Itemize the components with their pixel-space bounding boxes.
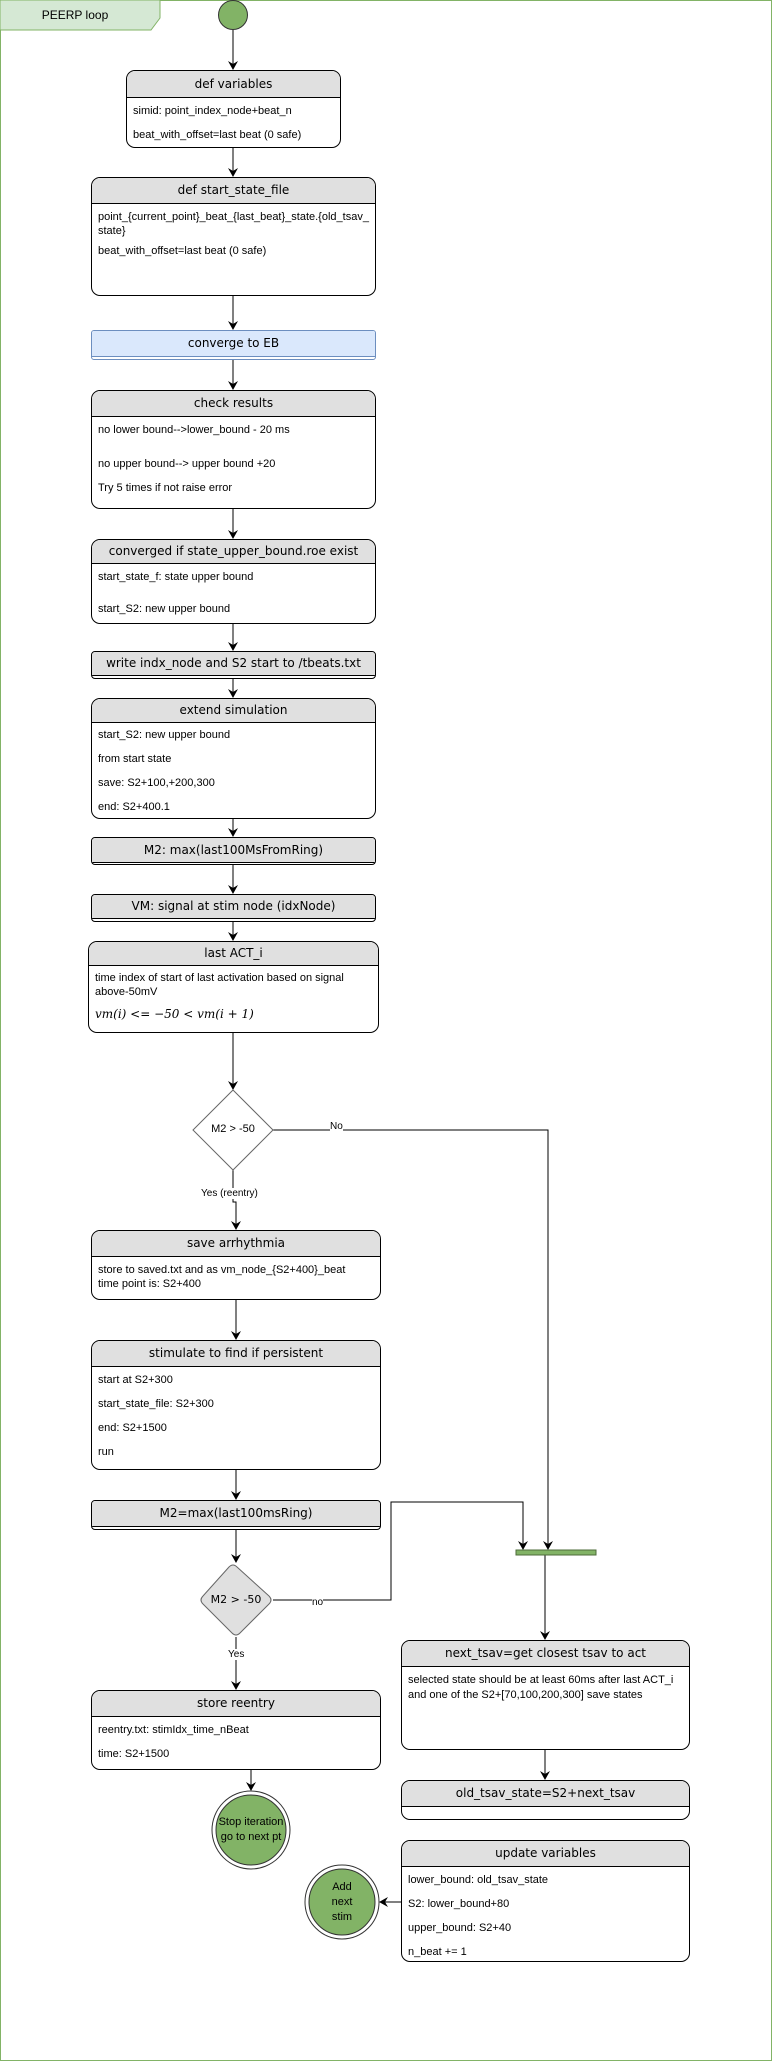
node-store-reentry[interactable]: store reentry reentry.txt: stimIdx_time_…	[91, 1690, 381, 1770]
node-title: update variables	[402, 1841, 689, 1867]
decision-2-label: M2 > -50	[210, 1593, 262, 1606]
node-title: stimulate to find if persistent	[92, 1341, 380, 1367]
node-line: start_state_f: state upper bound	[98, 571, 254, 583]
node-save-arrhythmia[interactable]: save arrhythmia store to saved.txt and a…	[91, 1230, 381, 1300]
node-line: start_S2: new upper bound	[98, 603, 231, 615]
node-def-variables[interactable]: def variables simid: point_index_node+be…	[126, 70, 341, 148]
node-title: last ACT_i	[89, 942, 378, 966]
node-converged[interactable]: converged if state_upper_bound.roe exist…	[91, 539, 376, 624]
frame-title: PEERP loop	[41, 8, 109, 22]
node-line: time: S2+1500	[98, 1748, 170, 1760]
node-line: start at S2+300	[98, 1374, 173, 1386]
node-line: point_{current_point}_beat_{last_beat}_s…	[98, 211, 369, 237]
decision-diamond-1	[192, 1089, 274, 1171]
start-node	[218, 0, 248, 30]
add-stim-label-line: next	[331, 1896, 353, 1908]
node-line: simid: point_index_node+beat_n	[133, 105, 292, 117]
edge-label-no-2: no	[312, 1597, 324, 1608]
node-title: next_tsav=get closest tsav to act	[402, 1641, 689, 1667]
edge-no-2	[273, 1501, 528, 1601]
node-title: M2=max(last100msRing)	[92, 1501, 380, 1527]
edge-label-yes-2: Yes	[228, 1649, 245, 1660]
node-line: start_S2: new upper bound	[98, 729, 231, 741]
join-bar	[515, 1549, 597, 1556]
node-line: upper_bound: S2+40	[408, 1922, 512, 1934]
node-title: def start_state_file	[92, 178, 375, 204]
node-line: end: S2+1500	[98, 1422, 167, 1434]
edge-label-no: No	[330, 1121, 343, 1132]
node-m2-max[interactable]: M2: max(last100MsFromRing)	[91, 837, 376, 865]
node-line: no lower bound-->lower_bound - 20 ms	[98, 424, 290, 436]
stop-node-label: Stop iteration go to next pt	[208, 1815, 294, 1845]
node-line: from start state	[98, 753, 172, 765]
frame-tab	[0, 0, 161, 31]
node-old-tsav-state[interactable]: old_tsav_state=S2+next_tsav	[401, 1780, 690, 1820]
node-last-act[interactable]: last ACT_i time index of start of last a…	[88, 941, 379, 1033]
add-stim-label: Add next stim	[312, 1880, 372, 1925]
node-line: time index of start of last activation b…	[95, 972, 344, 998]
node-line: S2: lower_bound+80	[408, 1898, 510, 1910]
node-extend-simulation[interactable]: extend simulation start_S2: new upper bo…	[91, 698, 376, 819]
node-m2-ring[interactable]: M2=max(last100msRing)	[91, 1500, 381, 1530]
node-next-tsav[interactable]: next_tsav=get closest tsav to act select…	[401, 1640, 690, 1750]
formula: vm(i) <= −50 < vm(i + 1)	[95, 1007, 254, 1021]
node-title: converged if state_upper_bound.roe exist	[92, 540, 375, 564]
edge-no	[273, 1129, 553, 1550]
node-line: beat_with_offset=last beat (0 safe)	[133, 129, 302, 141]
node-line: beat_with_offset=last beat (0 safe)	[98, 245, 267, 257]
node-title: VM: signal at stim node (idxNode)	[92, 895, 375, 919]
add-stim-node	[308, 1868, 376, 1936]
node-line: start_state_file: S2+300	[98, 1398, 214, 1410]
node-title: write indx_node and S2 start to /tbeats.…	[92, 652, 375, 676]
node-line: end: S2+400.1	[98, 801, 170, 813]
node-line: Try 5 times if not raise error	[98, 482, 233, 494]
stop-node	[215, 1794, 287, 1866]
node-update-variables[interactable]: update variables lower_bound: old_tsav_s…	[401, 1840, 690, 1962]
node-line: no upper bound--> upper bound +20	[98, 458, 276, 470]
node-title: check results	[92, 391, 375, 417]
node-title: extend simulation	[92, 699, 375, 723]
node-line: store to saved.txt and as vm_node_{S2+40…	[98, 1264, 346, 1276]
node-title: store reentry	[92, 1691, 380, 1717]
edge-yes	[231, 1170, 241, 1230]
node-title: converge to EB	[92, 331, 375, 357]
node-title: save arrhythmia	[92, 1231, 380, 1257]
decision-diamond-2	[200, 1564, 272, 1636]
add-stim-label-line: Add	[332, 1881, 352, 1893]
stop-label-line: go to next pt	[220, 1831, 282, 1843]
frame-title-tab: PEERP loop	[0, 0, 160, 30]
node-line: n_beat += 1	[408, 1946, 467, 1958]
stop-label-line: Stop iteration	[218, 1816, 284, 1828]
node-write-tbeats[interactable]: write indx_node and S2 start to /tbeats.…	[91, 651, 376, 679]
node-converge-to-eb[interactable]: converge to EB	[91, 330, 376, 360]
node-line: time point is: S2+400	[98, 1278, 202, 1290]
node-title: def variables	[127, 71, 340, 98]
node-line: selected state should be at least 60ms a…	[408, 1674, 674, 1701]
decision-1-label: M2 > -50	[211, 1123, 255, 1135]
node-title: old_tsav_state=S2+next_tsav	[402, 1781, 689, 1807]
node-line: reentry.txt: stimIdx_time_nBeat	[98, 1724, 249, 1736]
add-stim-label-line: stim	[331, 1911, 353, 1923]
node-line: save: S2+100,+200,300	[98, 777, 215, 789]
node-check-results[interactable]: check results no lower bound-->lower_bou…	[91, 390, 376, 509]
node-title: M2: max(last100MsFromRing)	[92, 838, 375, 863]
node-stimulate[interactable]: stimulate to find if persistent start at…	[91, 1340, 381, 1470]
node-line: run	[98, 1446, 114, 1458]
node-line: lower_bound: old_tsav_state	[408, 1874, 549, 1886]
edge-label-yes-reentry: Yes (reentry)	[201, 1188, 258, 1199]
node-start-state-file[interactable]: def start_state_file point_{current_poin…	[91, 177, 376, 296]
node-vm-signal[interactable]: VM: signal at stim node (idxNode)	[91, 894, 376, 922]
